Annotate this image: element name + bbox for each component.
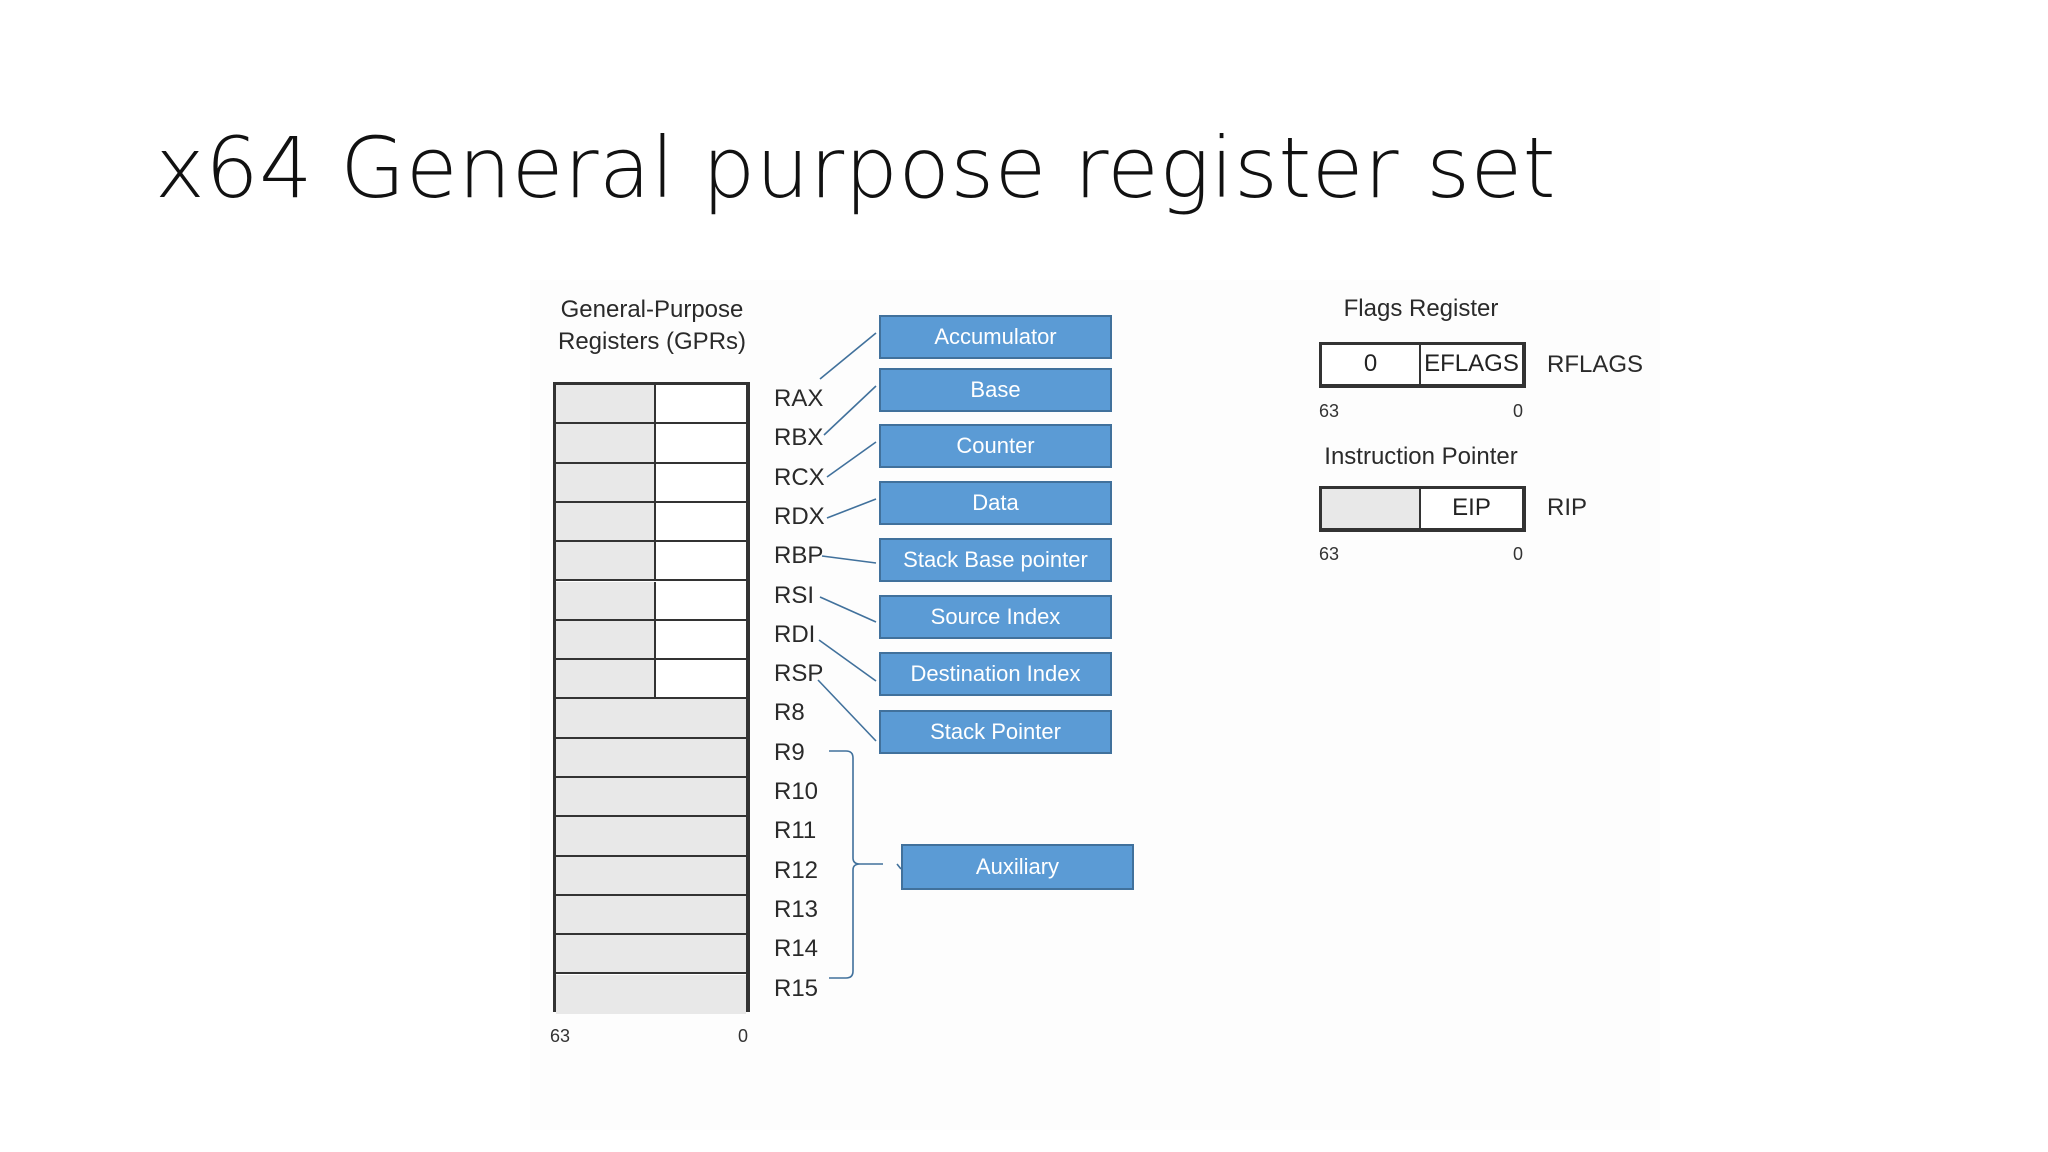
register-name: RBP bbox=[774, 542, 824, 570]
rflags-bit-high-label: 63 bbox=[1319, 401, 1340, 421]
gpr-bit-low-label: 0 bbox=[738, 1026, 749, 1046]
eip-lower-half: EIP bbox=[1452, 494, 1491, 521]
register-low-half bbox=[654, 463, 746, 501]
purpose-box: Stack Pointer bbox=[879, 710, 1112, 754]
slide-title: x64 General purpose register set bbox=[155, 119, 1557, 217]
purpose-connector bbox=[819, 596, 877, 623]
register-name: RDX bbox=[774, 502, 825, 530]
register-row bbox=[556, 817, 746, 857]
register-low-half bbox=[654, 502, 746, 541]
purpose-box: Destination Index bbox=[879, 652, 1112, 696]
auxiliary-box: Auxiliary bbox=[901, 844, 1134, 890]
rflags-register-bar: 0 EFLAGS bbox=[1319, 342, 1526, 388]
purpose-connector bbox=[819, 332, 877, 380]
register-row bbox=[556, 542, 746, 582]
register-name: R8 bbox=[774, 699, 805, 727]
purpose-connector bbox=[826, 441, 877, 478]
register-low-half bbox=[654, 581, 746, 619]
register-row bbox=[556, 620, 746, 661]
register-row bbox=[556, 856, 746, 896]
purpose-connector bbox=[817, 679, 877, 742]
register-row bbox=[556, 895, 746, 936]
rflags-bit-low-label: 0 bbox=[1513, 401, 1524, 421]
gpr-heading: General-Purpose Registers (GPRs) bbox=[548, 294, 756, 358]
purpose-box: Data bbox=[879, 481, 1112, 525]
eflags-lower-half: EFLAGS bbox=[1424, 350, 1519, 377]
register-row bbox=[556, 424, 746, 464]
register-name: RDI bbox=[774, 620, 816, 648]
register-row bbox=[556, 581, 746, 621]
register-name: R9 bbox=[774, 738, 805, 766]
register-name: RSP bbox=[774, 660, 824, 688]
register-low-half bbox=[654, 620, 746, 659]
register-low-half bbox=[654, 542, 746, 580]
purpose-box: Base bbox=[879, 368, 1112, 412]
auxiliary-bracket bbox=[829, 750, 902, 979]
purpose-connector bbox=[821, 555, 877, 564]
register-row bbox=[556, 502, 746, 543]
purpose-connector bbox=[823, 385, 877, 436]
purpose-connector bbox=[818, 639, 877, 682]
register-low-half bbox=[654, 385, 746, 423]
register-row bbox=[556, 974, 746, 1014]
purpose-box: Accumulator bbox=[879, 315, 1112, 359]
register-row bbox=[556, 463, 746, 503]
register-row bbox=[556, 699, 746, 739]
purpose-box: Counter bbox=[879, 424, 1112, 468]
register-row bbox=[556, 738, 746, 778]
rip-upper-half bbox=[1322, 489, 1421, 528]
rip-register-bar: EIP bbox=[1319, 486, 1526, 532]
register-row bbox=[556, 935, 746, 975]
register-name: R15 bbox=[774, 974, 819, 1002]
instruction-pointer-heading: Instruction Pointer bbox=[1324, 443, 1518, 470]
purpose-box: Source Index bbox=[879, 595, 1112, 639]
register-row bbox=[556, 778, 746, 818]
rflags-upper-half: 0 bbox=[1322, 345, 1421, 384]
register-name: RSI bbox=[774, 581, 815, 609]
purpose-connector bbox=[826, 498, 877, 519]
register-row bbox=[556, 385, 746, 425]
gpr-heading-line1: General-Purpose bbox=[560, 296, 744, 323]
purpose-box: Stack Base pointer bbox=[879, 538, 1112, 582]
register-name: RBX bbox=[774, 424, 824, 452]
register-name: R13 bbox=[774, 895, 819, 923]
register-low-half bbox=[654, 660, 746, 698]
gpr-bit-high-label: 63 bbox=[550, 1026, 571, 1046]
register-row bbox=[556, 660, 746, 700]
register-name: R10 bbox=[774, 778, 819, 805]
register-name: RCX bbox=[774, 463, 825, 491]
rflags-label: RFLAGS bbox=[1547, 351, 1644, 378]
gpr-register-stack bbox=[553, 382, 750, 1014]
gpr-heading-line2: Registers (GPRs) bbox=[557, 328, 747, 355]
register-name: R11 bbox=[774, 817, 817, 845]
register-low-half bbox=[654, 424, 746, 462]
register-name: R14 bbox=[774, 935, 819, 963]
register-name: R12 bbox=[774, 856, 819, 884]
rip-bit-low-label: 0 bbox=[1513, 544, 1524, 564]
rip-label: RIP bbox=[1547, 494, 1588, 521]
register-name: RAX bbox=[774, 385, 824, 412]
flags-register-heading: Flags Register bbox=[1343, 295, 1499, 322]
rip-bit-high-label: 63 bbox=[1319, 544, 1340, 564]
